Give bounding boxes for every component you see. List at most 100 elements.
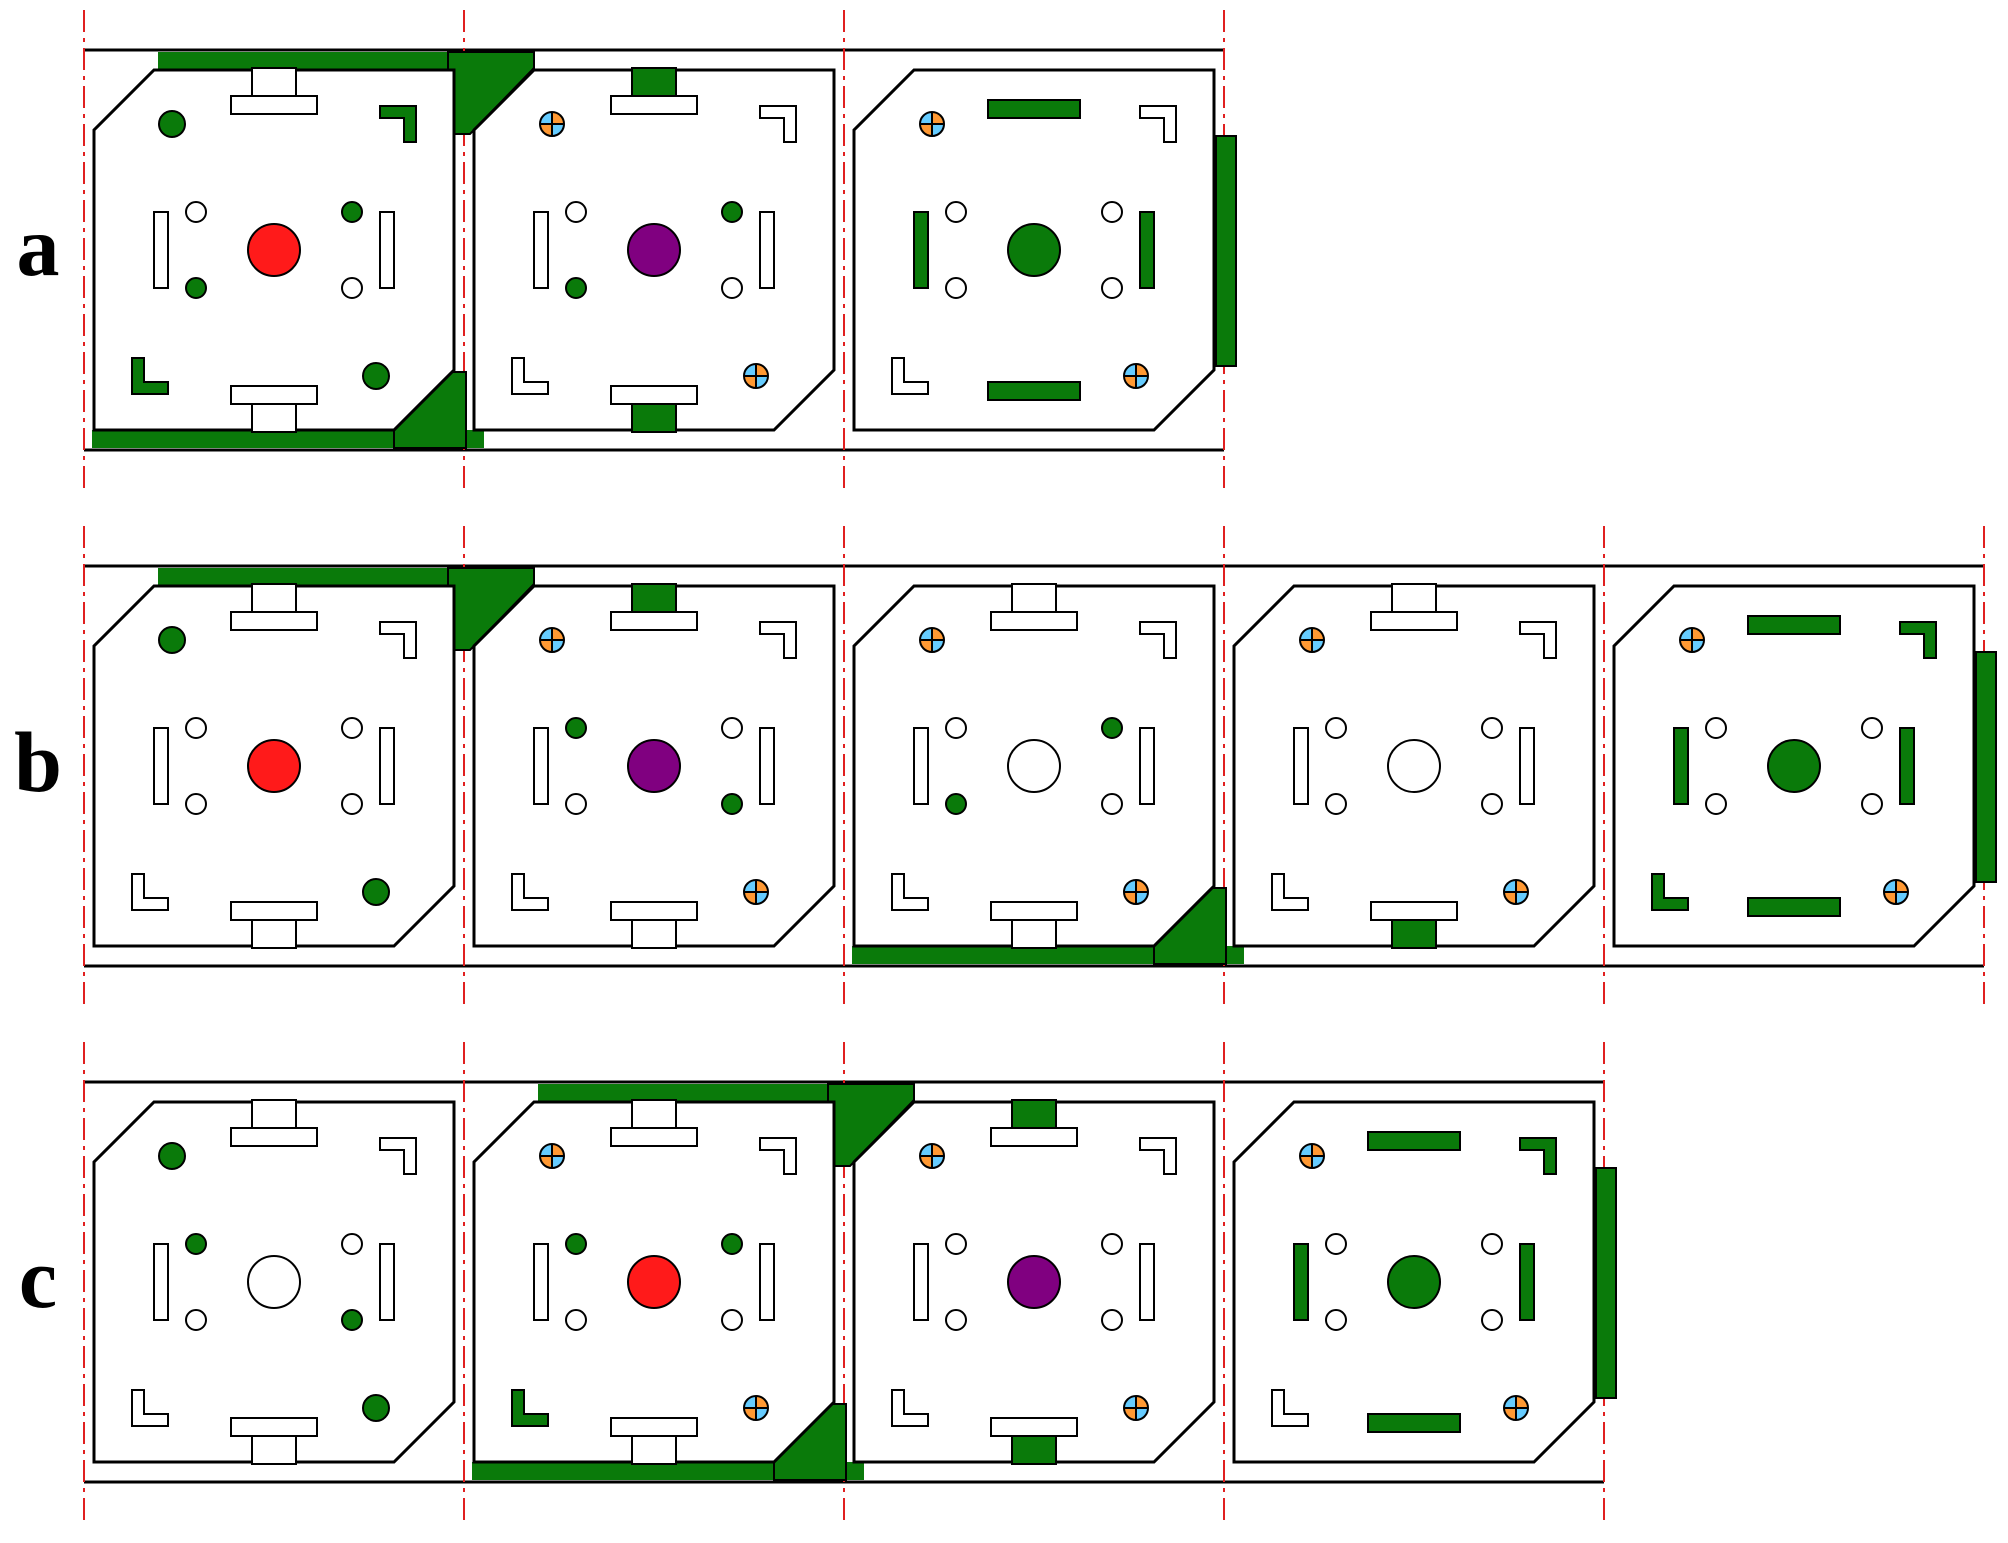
screw-quadrant	[1516, 880, 1528, 892]
screw-quadrant	[1516, 892, 1528, 904]
screw-quadrant	[1504, 1396, 1516, 1408]
top-tab-stem	[631, 583, 677, 613]
center-hole	[627, 223, 681, 277]
screw-quadrant	[1884, 880, 1896, 892]
bottom-tab-stem	[251, 1435, 297, 1465]
small-hole	[565, 1233, 587, 1255]
small-hole	[1325, 793, 1347, 815]
small-hole	[185, 201, 207, 223]
small-hole	[565, 1309, 587, 1331]
top-tab	[1370, 611, 1458, 631]
small-hole	[721, 201, 743, 223]
small-hole	[721, 277, 743, 299]
corner-bracket	[1271, 873, 1309, 911]
screw-quadrant	[932, 124, 944, 136]
small-hole	[721, 1309, 743, 1331]
small-hole	[1481, 1233, 1503, 1255]
small-hole	[945, 793, 967, 815]
screw-quadrant	[552, 640, 564, 652]
screw-quadrant	[744, 1408, 756, 1420]
top-tab	[610, 611, 698, 631]
right-slot	[759, 727, 775, 805]
screw-quadrant	[932, 1144, 944, 1156]
top-tab-stem	[251, 583, 297, 613]
center-hole	[627, 739, 681, 793]
small-hole	[1325, 1309, 1347, 1331]
left-slot	[153, 727, 169, 805]
screw-quadrant	[920, 628, 932, 640]
left-slot	[1293, 1243, 1309, 1321]
corner-dot	[362, 878, 390, 906]
screw-quadrant	[1300, 640, 1312, 652]
left-slot	[1673, 727, 1689, 805]
corner-bracket	[1899, 621, 1937, 659]
small-hole	[341, 1233, 363, 1255]
small-hole	[721, 1233, 743, 1255]
right-slot	[1899, 727, 1915, 805]
corner-dot	[158, 110, 186, 138]
screw-quadrant	[1300, 1144, 1312, 1156]
left-slot	[533, 211, 549, 289]
right-slot	[759, 1243, 775, 1321]
module-cell	[852, 583, 1244, 965]
small-hole	[1705, 717, 1727, 739]
right-slot	[379, 211, 395, 289]
center-hole	[1007, 223, 1061, 277]
module-cell	[472, 1083, 915, 1481]
top-tab-stem	[251, 67, 297, 97]
corner-bracket	[511, 873, 549, 911]
module-cell	[472, 583, 836, 949]
small-hole	[1325, 1233, 1347, 1255]
right-slot	[379, 1243, 395, 1321]
bottom-tab	[610, 385, 698, 405]
screw-quadrant	[744, 880, 756, 892]
screw-quadrant	[1312, 628, 1324, 640]
small-hole	[945, 201, 967, 223]
bottom-tab	[230, 385, 318, 405]
center-hole	[247, 1255, 301, 1309]
screw-quadrant	[1300, 1156, 1312, 1168]
screw-quadrant	[1896, 880, 1908, 892]
small-hole	[565, 277, 587, 299]
row-b: b	[14, 526, 1997, 1006]
screw-quadrant	[756, 1396, 768, 1408]
row-label: b	[14, 714, 62, 810]
green-side-bar	[1215, 135, 1237, 367]
corner-bracket	[511, 357, 549, 395]
bottom-tab-stem	[1391, 919, 1437, 949]
corner-bracket	[891, 873, 929, 911]
top-tab-stem	[251, 1099, 297, 1129]
bottom-tab	[230, 901, 318, 921]
corner-bracket	[379, 621, 417, 659]
screw-quadrant	[552, 112, 564, 124]
screw-quadrant	[920, 124, 932, 136]
module-cell	[92, 567, 535, 949]
right-slot	[379, 727, 395, 805]
screw-quadrant	[540, 124, 552, 136]
center-hole	[627, 1255, 681, 1309]
screw-quadrant	[1136, 880, 1148, 892]
green-bottom-strip	[472, 1462, 864, 1480]
screw-quadrant	[552, 628, 564, 640]
corner-bracket	[891, 1389, 929, 1427]
bottom-tab	[610, 901, 698, 921]
small-hole	[565, 793, 587, 815]
bottom-tab	[1370, 901, 1458, 921]
screw-quadrant	[932, 628, 944, 640]
small-hole	[341, 1309, 363, 1331]
screw-quadrant	[932, 112, 944, 124]
corner-dot	[158, 1142, 186, 1170]
bottom-tab-stem	[631, 403, 677, 433]
small-hole	[945, 277, 967, 299]
small-hole	[341, 717, 363, 739]
screw-quadrant	[920, 1144, 932, 1156]
top-tab-bar	[1367, 1131, 1461, 1151]
bottom-tab-stem	[1011, 919, 1057, 949]
screw-quadrant	[1680, 640, 1692, 652]
top-tab-bar	[987, 99, 1081, 119]
corner-bracket	[131, 873, 169, 911]
bottom-tab-stem	[631, 1435, 677, 1465]
bottom-tab	[230, 1417, 318, 1437]
screw-quadrant	[1312, 1156, 1324, 1168]
